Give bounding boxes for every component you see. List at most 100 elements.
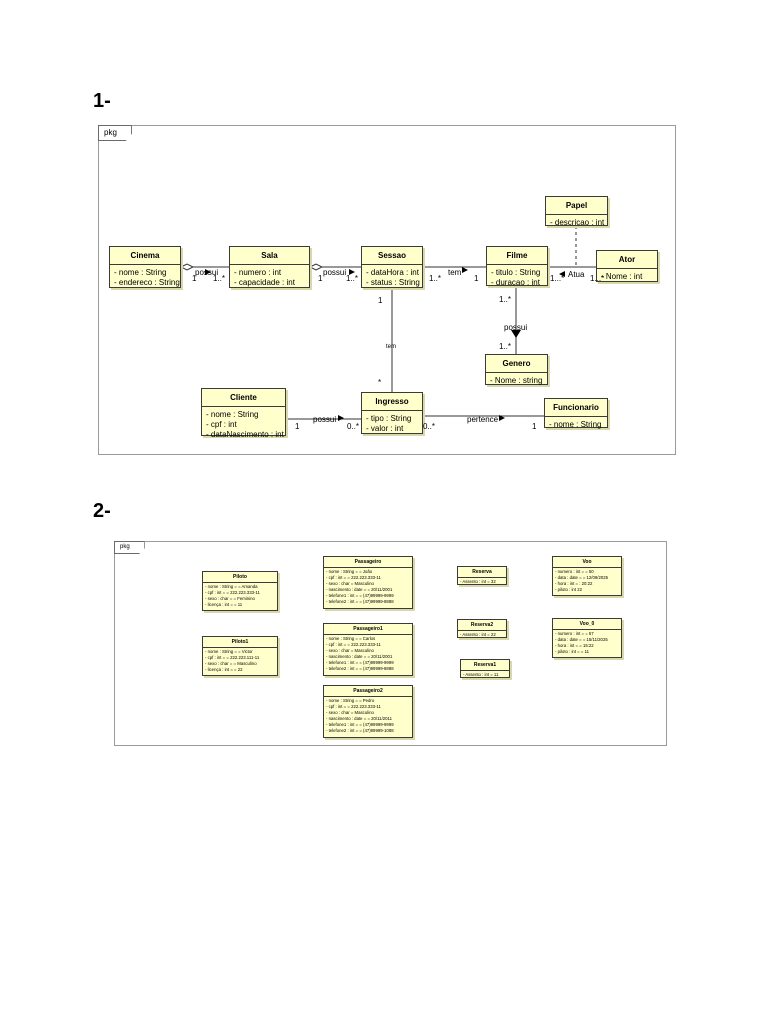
attribute: - tipo : String <box>366 414 412 423</box>
object-name: Voo_0 <box>553 619 621 630</box>
object-name: Piloto <box>203 572 277 583</box>
attribute: - nome : String = = Victor <box>205 649 253 654</box>
multiplicity: 1...* <box>590 274 605 283</box>
class-genero[interactable]: Genero - Nome : string <box>485 354 548 385</box>
attribute: - telefone2 : int = = (47)99999-1088 <box>326 728 394 733</box>
direction-arrow <box>338 415 344 421</box>
assoc-name: Atua <box>568 270 585 279</box>
attribute: - status : String <box>366 278 420 287</box>
attribute: - valor : int <box>366 424 404 433</box>
attribute: - piloto : int = = 11 <box>555 649 590 654</box>
class-filme[interactable]: Filme - titulo : String - duracao : int <box>486 246 548 287</box>
object-voo[interactable]: Voo - numero : int = = 50 - data : date … <box>552 556 622 596</box>
attribute: - Nome : int <box>601 272 643 281</box>
attribute: - sexo : char = Masculino <box>326 581 374 586</box>
class-funcionario[interactable]: Funcionario - nome : String <box>544 398 608 429</box>
attribute: - Assento : int = 32 <box>460 579 496 584</box>
class-name: Cliente <box>202 389 285 407</box>
attribute: - licença : int = = 11 <box>205 602 243 607</box>
object-passageiro2[interactable]: Passageiro2 - nome : String = = Pedro - … <box>323 685 413 738</box>
attribute: - sexo : char = Masculino <box>326 710 374 715</box>
class-cinema[interactable]: Cinema - nome : String - endereco : Stri… <box>109 246 181 288</box>
assoc-name: tem <box>386 344 397 350</box>
attribute: - telefone1 : int = = (47)99999-9999 <box>326 660 394 665</box>
object-name: Reserva2 <box>458 620 506 631</box>
class-sessao[interactable]: Sessao - dataHora : int - status : Strin… <box>361 246 423 288</box>
multiplicity: 0..* <box>347 422 360 431</box>
class-cliente[interactable]: Cliente - nome : String - cpf : int - da… <box>201 388 286 439</box>
class-papel[interactable]: Papel - descricao : int <box>545 196 608 227</box>
multiplicity: 1 <box>295 422 300 431</box>
class-diagram-frame: pkg <box>98 125 676 455</box>
class-name: Genero <box>486 355 547 373</box>
attribute: - Nome : string <box>490 376 543 385</box>
multiplicity: 1 <box>474 274 479 283</box>
attribute: - telefone1 : int = = (47)99999-9999 <box>326 593 394 598</box>
class-ingresso[interactable]: Ingresso - tipo : String - valor : int <box>361 392 423 434</box>
frame-label: pkg <box>98 125 132 141</box>
object-name: Reserva1 <box>461 660 509 671</box>
assoc-name: possui <box>504 323 528 332</box>
multiplicity: 1...* <box>550 274 565 283</box>
class-name: Sala <box>230 247 309 265</box>
attribute: - nome : String = = João <box>326 569 373 574</box>
attribute: - Assento : int = 22 <box>460 632 496 637</box>
object-piloto[interactable]: Piloto - nome : String = = Amanda - cpf … <box>202 571 278 611</box>
object-passageiro[interactable]: Passageiro - nome : String = = João - cp… <box>323 556 413 609</box>
assoc-name: tem <box>448 268 462 277</box>
object-diagram-frame: pkg Piloto - nome : String = = Amanda - … <box>114 541 667 746</box>
attribute: - cpf : int = = 222.223.333-11 <box>326 704 381 709</box>
object-name: Passageiro1 <box>324 624 412 635</box>
class-name: Papel <box>546 197 607 215</box>
multiplicity: 1 <box>532 422 537 431</box>
attribute: - capacidade : int <box>234 278 295 287</box>
attribute: - nascimento : date = = 20/11/2001 <box>326 654 393 659</box>
attribute: - nome : String = = Pedro <box>326 698 375 703</box>
attribute: - titulo : String <box>491 268 541 277</box>
class-name: Sessao <box>362 247 422 265</box>
multiplicity: * <box>378 378 382 387</box>
attribute: - nome : String <box>114 268 167 277</box>
aggregation-diamond <box>308 263 324 271</box>
class-name: Cinema <box>110 247 180 265</box>
attribute: - nome : String <box>206 410 259 419</box>
assoc-name: possui <box>323 268 347 277</box>
attribute: - sexo : char = Masculino <box>326 648 374 653</box>
object-voo-0[interactable]: Voo_0 - numero : int = = 57 - data : dat… <box>552 618 622 658</box>
object-reserva2[interactable]: Reserva2 - Assento : int = 22 <box>457 619 507 638</box>
class-name: Ator <box>597 251 657 269</box>
attribute: - cpf : int = = 222.223.111-11 <box>205 655 260 660</box>
object-reserva[interactable]: Reserva - Assento : int = 32 <box>457 566 507 585</box>
attribute: - nascimento : date = = 20/11/2001 <box>326 587 393 592</box>
aggregation-diamond <box>179 263 195 271</box>
attribute: - nome : String = = Carlos <box>326 636 376 641</box>
attribute: - cpf : int = = 222.223.333-11 <box>326 575 381 580</box>
class-ator[interactable]: Ator - Nome : int <box>596 250 658 282</box>
attribute: - nome : String = = Amanda <box>205 584 258 589</box>
attribute: - telefone2 : int = = (47)99999-8888 <box>326 599 394 604</box>
assoc-name: possui <box>313 415 337 424</box>
attribute: - numero : int = = 57 <box>555 631 594 636</box>
direction-arrow <box>511 330 521 338</box>
multiplicity: 1..* <box>213 274 226 283</box>
attribute: - data : date = = 15/11/2025 <box>555 637 608 642</box>
attribute: - dataHora : int <box>366 268 419 277</box>
section-heading-1: 1- <box>93 90 111 112</box>
object-passageiro1[interactable]: Passageiro1 - nome : String = = Carlos -… <box>323 623 413 676</box>
object-name: Voo <box>553 557 621 568</box>
object-reserva1[interactable]: Reserva1 - Assento : int = 11 <box>460 659 510 678</box>
class-name: Ingresso <box>362 393 422 411</box>
object-name: Passageiro <box>324 557 412 568</box>
object-piloto1[interactable]: Piloto1 - nome : String = = Victor - cpf… <box>202 636 278 676</box>
attribute: - cpf : int <box>206 420 237 429</box>
multiplicity: 0..* <box>423 422 436 431</box>
attribute: - numero : int = = 50 <box>555 569 594 574</box>
class-sala[interactable]: Sala - numero : int - capacidade : int <box>229 246 310 288</box>
attribute: - duracao : int <box>491 278 540 287</box>
association-lines <box>179 226 596 421</box>
frame-label: pkg <box>114 541 145 554</box>
multiplicity: 1..* <box>429 274 442 283</box>
attribute: - licença : int = = 22 <box>205 667 243 672</box>
attribute: - telefone1 : int = = (47)99999-9999 <box>326 722 394 727</box>
multiplicity: 1..* <box>499 342 512 351</box>
